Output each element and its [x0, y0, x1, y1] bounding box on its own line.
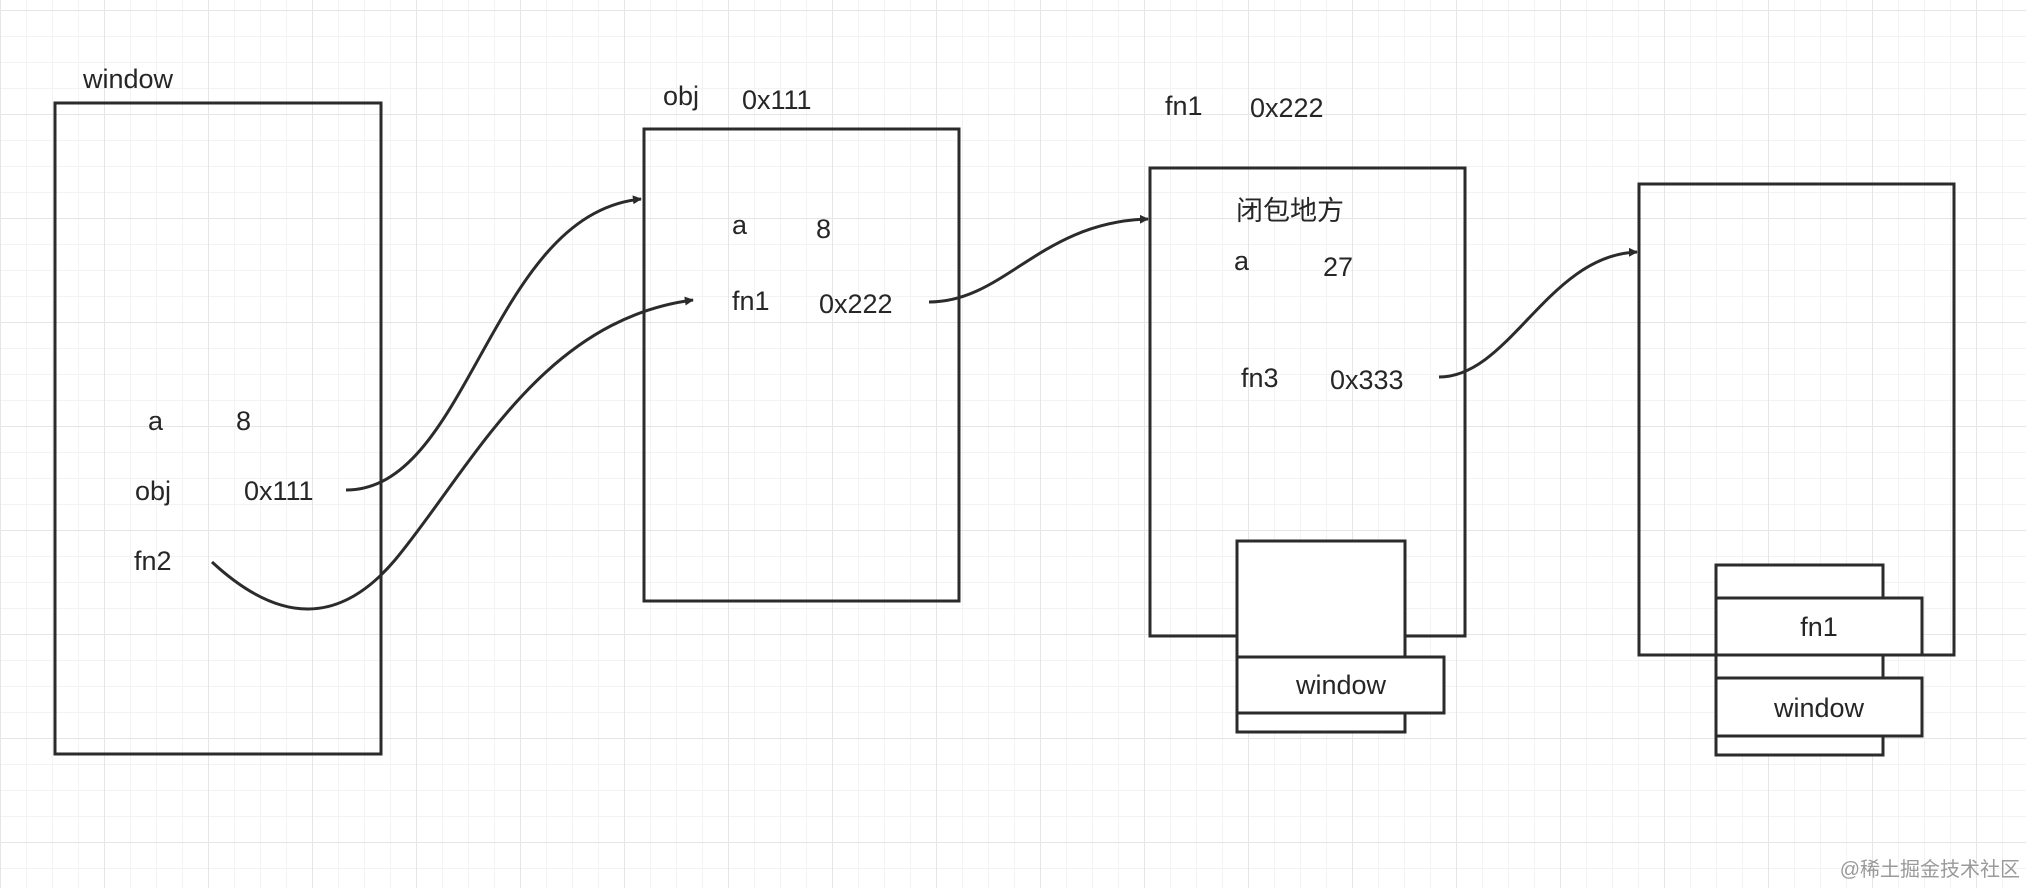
fn1-title: fn1 — [1165, 91, 1203, 121]
obj-row-fn1-value: 0x222 — [819, 289, 893, 319]
window-memory-box — [53, 101, 383, 756]
arrow-obj-fn1-to-fn1-box — [928, 214, 1149, 304]
window-row-a-key: a — [148, 406, 164, 436]
fn1-closure-label: 闭包地方 — [1236, 196, 1344, 226]
arrow-window-fn2-to-obj-fn1 — [210, 296, 694, 611]
obj-memory-box — [642, 127, 961, 603]
fn1-address: 0x222 — [1250, 93, 1324, 123]
window-row-obj-value: 0x111 — [244, 476, 314, 506]
fn3-scope-window-label: window — [1773, 693, 1865, 723]
obj-row-a-value: 8 — [816, 214, 832, 244]
obj-row-a-key: a — [732, 210, 748, 240]
window-title: window — [83, 64, 174, 94]
fn1-row-a-value: 27 — [1323, 252, 1354, 282]
fn1-row-fn3-key: fn3 — [1241, 363, 1279, 393]
arrow-window-obj-to-obj-box — [345, 195, 642, 492]
watermark: @稀土掘金技术社区 — [1839, 859, 2020, 881]
fn1-row-fn3-value: 0x333 — [1330, 365, 1404, 395]
fn1-scope-window-card — [1235, 655, 1446, 715]
window-row-fn2-key: fn2 — [134, 546, 172, 576]
obj-row-fn1-key: fn1 — [732, 286, 770, 316]
fn1-scope-window-label: window — [1295, 670, 1387, 700]
fn3-scope-fn1-label: fn1 — [1800, 612, 1838, 642]
window-row-obj-key: obj — [135, 476, 172, 506]
fn3-scope-window-card — [1714, 676, 1924, 738]
fn1-row-a-key: a — [1234, 246, 1250, 276]
arrow-fn1-fn3-to-fn3-box — [1438, 247, 1638, 379]
window-row-a-value: 8 — [236, 406, 252, 436]
fn3-scope-fn1-card — [1714, 596, 1924, 657]
obj-title: obj — [663, 81, 700, 111]
obj-address: 0x111 — [742, 85, 812, 115]
